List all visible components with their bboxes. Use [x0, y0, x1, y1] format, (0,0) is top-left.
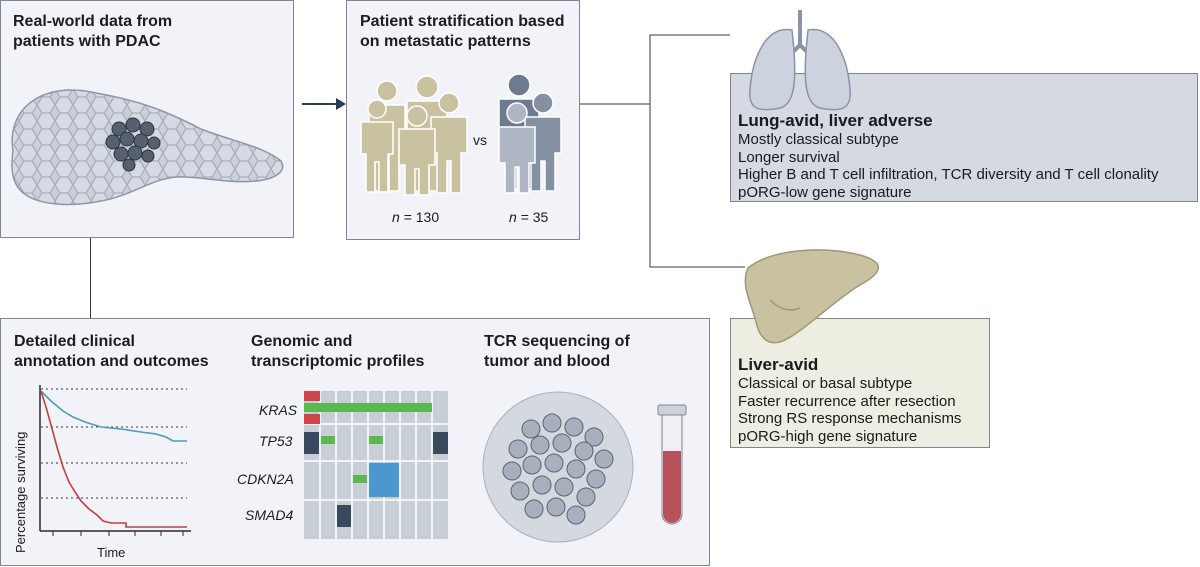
panel-title-tcr: TCR sequencing of tumor and blood [484, 333, 630, 370]
outcome-title: Lung-avid, liver adverse [738, 111, 933, 130]
panel-title-genomic: Genomic and transcriptomic profiles [251, 333, 425, 370]
gene-label-cdkn2a: CDKN2A [237, 471, 294, 487]
outcome-title: Liver-avid [738, 355, 819, 374]
x-axis-label: Time [97, 545, 125, 560]
oncoprint-grid [304, 391, 448, 539]
vs-label: vs [473, 132, 487, 148]
panel-title-clinical: Detailed clinical annotation and outcome… [14, 333, 209, 370]
gene-label-tp53: TP53 [259, 433, 293, 449]
panel-title: Real-world data from patients with PDAC [13, 13, 173, 50]
group-liver-avid-people-icon [498, 73, 562, 194]
outcome-line: Higher B and T cell infiltration, TCR di… [738, 166, 1159, 183]
group-lung-avid-people-icon [360, 75, 468, 196]
tumor-cluster [105, 117, 161, 172]
outcome-liver-avid-text: Liver-avid Classical or basal subtype Fa… [738, 355, 988, 445]
group2-n-label: n = 35 [509, 209, 549, 225]
y-axis-label: Percentage surviving [13, 432, 28, 553]
patient-groups-illustration: vs [360, 73, 562, 196]
outcome-line: Strong RS response mechanisms [738, 410, 962, 427]
gene-label-kras: KRAS [259, 402, 298, 418]
outcome-line: Faster recurrence after resection [738, 392, 956, 410]
panel-title: Patient stratification based on metastat… [360, 13, 565, 50]
outcome-line: pORG-low gene signature [738, 183, 912, 201]
km-curve-lung-avid [40, 390, 187, 442]
survival-curve-plot: Percentage surviving Time [13, 385, 191, 560]
tumor-and-blood-illustration [482, 391, 687, 543]
arrow-right-icon [336, 98, 346, 110]
panel-real-world-data: Real-world data from patients with PDAC [0, 0, 294, 238]
test-tube-icon [657, 404, 687, 525]
connector-realworld-to-bottom [90, 238, 91, 318]
panel-data-types: Detailed clinical annotation and outcome… [0, 318, 710, 566]
outcome-lung-avid-text: Lung-avid, liver adverse Mostly classica… [738, 111, 1198, 201]
group1-n-label: n = 130 [392, 209, 440, 225]
km-curve-liver-avid [40, 390, 187, 528]
outcome-line: pORG-high gene signature [738, 427, 918, 445]
tumor-cells [502, 413, 614, 525]
panel-patient-stratification: Patient stratification based on metastat… [346, 0, 580, 240]
outcome-line: Mostly classical subtype [738, 131, 899, 148]
mutation-cells [304, 391, 448, 527]
pancreas-illustration [11, 89, 284, 206]
outcome-line: Classical or basal subtype [738, 375, 913, 392]
gene-label-smad4: SMAD4 [245, 507, 294, 523]
outcome-line: Longer survival [738, 148, 840, 166]
